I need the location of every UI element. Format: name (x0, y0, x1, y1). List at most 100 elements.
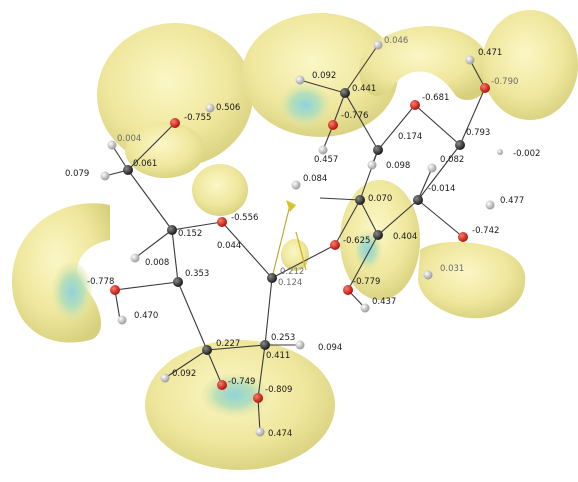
carbon-atom (413, 195, 423, 205)
charge-label: -0.625 (343, 236, 370, 246)
dipole-arrow (286, 200, 307, 271)
lobe-top-left-inner (125, 122, 205, 178)
charge-label: 0.079 (65, 169, 89, 179)
charge-label: 0.353 (185, 269, 209, 279)
charge-label: 0.174 (398, 132, 422, 142)
charge-label: 0.152 (178, 229, 202, 239)
oxygen-atom (217, 380, 227, 390)
hydrogen-atom (117, 315, 127, 325)
charge-label: 0.477 (500, 196, 524, 206)
charge-label: 0.441 (352, 84, 376, 94)
charge-label: -0.776 (341, 111, 368, 121)
charge-label: -0.749 (228, 377, 255, 387)
hydrogen-atom (373, 40, 383, 50)
lobe-left-blue (52, 262, 92, 322)
hydrogen-atom (205, 103, 215, 113)
charge-label: 0.092 (172, 369, 196, 379)
hydrogen-atom (295, 340, 305, 350)
carbon-atom (173, 277, 183, 287)
carbon-atom (167, 225, 177, 235)
charge-label: 0.031 (440, 264, 464, 274)
carbon-atom (373, 145, 383, 155)
carbon-atom (267, 273, 277, 283)
charge-label: 0.474 (268, 429, 292, 439)
hydrogen-atom (465, 55, 475, 65)
charge-label: -0.809 (265, 385, 292, 395)
charge-label: -0.778 (87, 277, 114, 287)
carbon-atom (355, 195, 365, 205)
hydrogen-atom (318, 145, 328, 155)
charge-label: 0.471 (478, 48, 502, 58)
charge-label: -0.779 (353, 277, 380, 287)
hydrogen-atom (360, 303, 370, 313)
carbon-atom (123, 165, 133, 175)
charge-label: 0.506 (216, 103, 240, 113)
carbon-atom (455, 140, 465, 150)
charge-label: 0.004 (117, 134, 141, 144)
charge-label: -0.755 (184, 113, 211, 123)
lobe-right-bottom (418, 242, 526, 319)
lobe-top-arc (359, 26, 492, 101)
hydrogen-atom (100, 171, 110, 181)
charge-label: -0.002 (513, 149, 540, 159)
charge-label: 0.437 (372, 297, 396, 307)
hydrogen-atom (497, 149, 503, 155)
hydrogen-atom (427, 163, 437, 173)
bonds (104, 44, 486, 433)
carbon-atom (202, 345, 212, 355)
hydrogen-atom (130, 253, 140, 263)
charge-label: 0.008 (145, 258, 169, 268)
oxygen-atom (410, 100, 420, 110)
charge-label: 0.082 (440, 155, 464, 165)
oxygen-atom (330, 240, 340, 250)
hydrogen-atom (295, 75, 305, 85)
hydrogen-atom (160, 373, 170, 383)
oxygen-atom (480, 83, 490, 93)
charge-label: 0.092 (312, 71, 336, 81)
hydrogen-atom (107, 140, 117, 150)
charge-label: 0.212 (280, 267, 304, 277)
charge-label: -0.014 (428, 184, 455, 194)
charge-label: 0.793 (466, 128, 490, 138)
charge-label: 0.098 (386, 161, 410, 171)
hydrogen-atom (485, 200, 495, 210)
charge-label: 0.084 (303, 174, 327, 184)
atoms (100, 40, 503, 437)
oxygen-atom (170, 118, 180, 128)
lobe-top-center-blue (279, 83, 331, 127)
charge-label: 0.061 (133, 159, 157, 169)
charge-label: -0.556 (231, 213, 258, 223)
charge-label: 0.070 (368, 194, 392, 204)
charge-label: 0.457 (314, 155, 338, 165)
hydrogen-atom (423, 270, 433, 280)
charge-label: 0.227 (216, 339, 240, 349)
carbon-atom (373, 230, 383, 240)
lobe-center-small (192, 164, 248, 216)
hydrogen-atom (255, 427, 265, 437)
charge-label: 0.411 (266, 351, 290, 361)
hydrogen-atom (291, 180, 301, 190)
charge-label: 0.044 (217, 241, 241, 251)
oxygen-atom (217, 217, 227, 227)
hydrogen-atom (367, 160, 377, 170)
oxygen-atom (343, 285, 353, 295)
lobe-mid-small (281, 239, 309, 271)
charge-label: -0.681 (422, 93, 449, 103)
charge-label: 0.404 (393, 232, 417, 242)
charge-label: 0.094 (318, 343, 342, 353)
carbon-atom (340, 88, 350, 98)
charge-label: 0.124 (278, 278, 302, 288)
oxygen-atom (110, 285, 120, 295)
charge-label: 0.470 (134, 311, 158, 321)
charge-label: 0.046 (384, 36, 408, 46)
oxygen-atom (458, 232, 468, 242)
isosurface-lobes (11, 10, 578, 470)
oxygen-atom (328, 120, 338, 130)
charge-label: -0.742 (472, 226, 499, 236)
charge-label: -0.790 (491, 77, 518, 87)
carbon-atom (260, 340, 270, 350)
charge-label: 0.253 (271, 333, 295, 343)
lobe-top-right (482, 10, 578, 120)
charge-labels: 0.061 0.004 0.079 -0.755 0.506 0.152 -0.… (65, 36, 540, 439)
